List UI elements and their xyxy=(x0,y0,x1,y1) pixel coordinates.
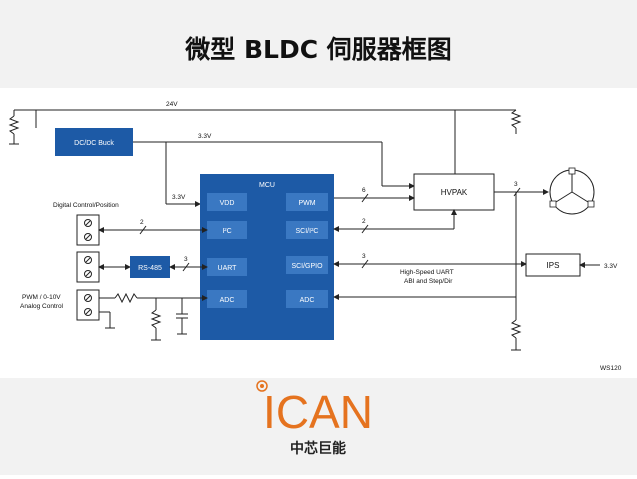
hvpak-label: HVPAK xyxy=(441,188,468,197)
label-3v3-mcu: 3.3V xyxy=(172,194,186,201)
mcu-port-vdd-label: VDD xyxy=(220,200,235,207)
label-digital-control: Digital Control/Position xyxy=(53,202,119,209)
analog-connector xyxy=(76,289,100,321)
mcu-label: MCU xyxy=(259,182,275,189)
label-abi-step: ABI and Step/Dir xyxy=(404,278,453,285)
rail-3v3: 3.3V 3.3V xyxy=(133,133,415,207)
rail-24v: 24V xyxy=(14,101,522,181)
mcu-port-sci-gpio xyxy=(286,256,328,274)
block-diagram: 24V DC/DC Buck 3.3V 3.3V MCU VDD I²C UAR… xyxy=(0,88,637,378)
mcu-port-sci-gpio-label: SCI/GPIO xyxy=(291,263,323,270)
label-3v3-top: 3.3V xyxy=(198,133,212,140)
dcdc-buck-label: DC/DC Buck xyxy=(74,140,114,147)
logo-band: ICAN 中芯巨能 xyxy=(0,378,637,475)
bus-pwm-width: 6 xyxy=(362,187,366,194)
bus-i2c: 2 xyxy=(98,219,208,235)
mcu-port-sci-i2c xyxy=(286,221,328,239)
rs485-connector xyxy=(76,251,100,283)
rs485-label: RS-485 xyxy=(138,265,162,272)
bus-rs485-width: 3 xyxy=(184,256,188,263)
mcu-port-uart-label: UART xyxy=(218,265,238,272)
diagram-code: WS120 xyxy=(600,365,622,372)
bldc-motor-icon xyxy=(549,167,595,215)
digital-connector xyxy=(76,214,100,246)
rs485-block xyxy=(130,256,170,278)
mcu-port-pwm-label: PWM xyxy=(298,200,315,207)
mcu-port-i2c xyxy=(207,221,247,239)
label-24v: 24V xyxy=(166,101,178,108)
label-3v3-ips: 3.3V xyxy=(604,263,618,270)
mcu-port-adc-left-label: ADC xyxy=(220,297,235,304)
mcu-port-sci-i2c-label: SCI/I²C xyxy=(296,228,319,235)
bus-pwm: 6 xyxy=(334,187,415,203)
bus-sci-i2c: 2 xyxy=(333,209,457,234)
mcu-port-uart xyxy=(207,258,247,276)
logo-brand: ICAN xyxy=(263,386,373,438)
label-hs-uart: High-Speed UART xyxy=(400,269,454,276)
ican-logo: ICAN 中芯巨能 xyxy=(256,380,373,456)
bus-sci-width: 2 xyxy=(362,218,366,225)
analog-input-network xyxy=(99,292,208,341)
mcu-port-i2c-label: I²C xyxy=(222,228,231,235)
bus-motor: 3 xyxy=(494,181,549,197)
bus-i2c-width: 2 xyxy=(140,219,144,226)
bus-sci-gpio-width: 3 xyxy=(362,253,366,260)
title-band: 微型 BLDC 伺服器框图 xyxy=(0,0,637,88)
logo-dot-icon xyxy=(256,380,268,392)
ips-label: IPS xyxy=(547,261,560,270)
mcu-port-vdd xyxy=(207,193,247,211)
mcu-port-adc-right xyxy=(286,290,328,308)
mcu-port-adc-right-label: ADC xyxy=(300,297,315,304)
bus-sci-gpio: 3 High-Speed UART ABI and Step/Dir xyxy=(333,253,527,285)
label-pwm-analog-1: PWM / 0-10V xyxy=(22,294,61,301)
mcu-port-pwm xyxy=(286,193,328,211)
page-title: 微型 BLDC 伺服器框图 xyxy=(185,35,452,64)
bus-motor-width: 3 xyxy=(514,181,518,188)
supply-resistor xyxy=(8,110,20,145)
mcu-port-adc-left xyxy=(207,290,247,308)
logo-subtitle: 中芯巨能 xyxy=(290,440,346,456)
dcdc-buck-block xyxy=(55,128,133,156)
bus-adc-feedback xyxy=(333,192,522,351)
label-pwm-analog-2: Analog Control xyxy=(20,303,64,310)
bus-rs485: 3 xyxy=(169,256,208,272)
